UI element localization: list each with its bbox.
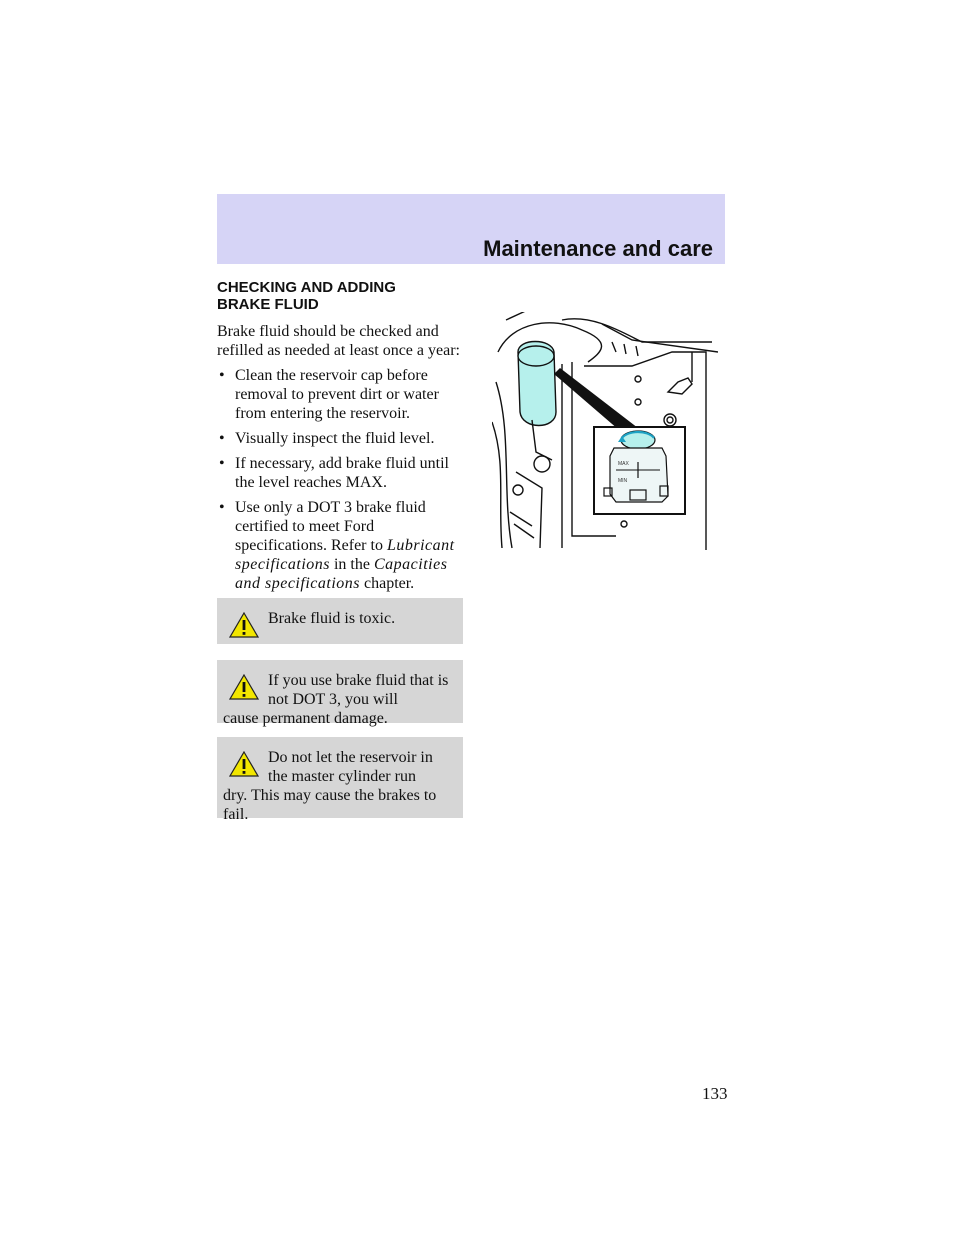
list-item-text: Use only a DOT 3 brake fluid certified t…: [235, 499, 426, 554]
reference-capacities-chapter: Capacities and specifications: [235, 556, 448, 592]
warning-text-continued: dry. This may cause the brakes to fail.: [223, 787, 437, 823]
brake-reservoir-illustration: MAX MIN: [492, 312, 718, 550]
list-item-text: Clean the reservoir cap before removal t…: [235, 367, 439, 422]
content-column: CHECKING AND ADDING BRAKE FLUID Brake fl…: [217, 279, 467, 599]
header-title: Maintenance and care: [483, 236, 713, 261]
instruction-list: •Clean the reservoir cap before removal …: [217, 366, 467, 593]
header-band: Maintenance and care: [217, 194, 725, 264]
list-item-text-mid: in the: [333, 556, 370, 573]
section-title-line2: BRAKE FLUID: [217, 296, 319, 313]
warning-text-continued: cause permanent damage.: [223, 710, 388, 727]
warning-triangle-icon: [229, 612, 259, 638]
list-item-text: Visually inspect the fluid level.: [235, 430, 435, 447]
warning-box: If you use brake fluid that is not DOT 3…: [217, 660, 463, 727]
list-item: •If necessary, add brake fluid until the…: [219, 455, 449, 491]
warning-text: Do not let the reservoir in the master c…: [268, 749, 433, 785]
warning-box: Brake fluid is toxic.: [217, 598, 463, 644]
list-item-text: If necessary, add brake fluid until the …: [235, 455, 449, 491]
list-item: •Visually inspect the fluid level.: [219, 430, 435, 447]
warning-text: Brake fluid is toxic.: [268, 610, 396, 627]
warning-text: If you use brake fluid that is not DOT 3…: [268, 672, 449, 708]
section-title: CHECKING AND ADDING BRAKE FLUID: [217, 279, 467, 313]
warning-triangle-icon: [229, 674, 259, 700]
list-item: •Clean the reservoir cap before removal …: [219, 367, 439, 422]
warning-box: Do not let the reservoir in the master c…: [217, 737, 463, 823]
reference-lubricant-specs: Lubricant specifications: [235, 537, 455, 573]
page-number: 133: [702, 1084, 728, 1103]
list-item: • Use only a DOT 3 brake fluid certified…: [219, 499, 455, 592]
max-label: MAX: [618, 461, 630, 467]
warning-triangle-icon: [229, 751, 259, 777]
list-item-text-end: chapter.: [363, 575, 415, 592]
section-title-line1: CHECKING AND ADDING: [217, 279, 396, 296]
min-label: MIN: [618, 478, 628, 484]
intro-paragraph: Brake fluid should be checked and refill…: [217, 323, 460, 359]
